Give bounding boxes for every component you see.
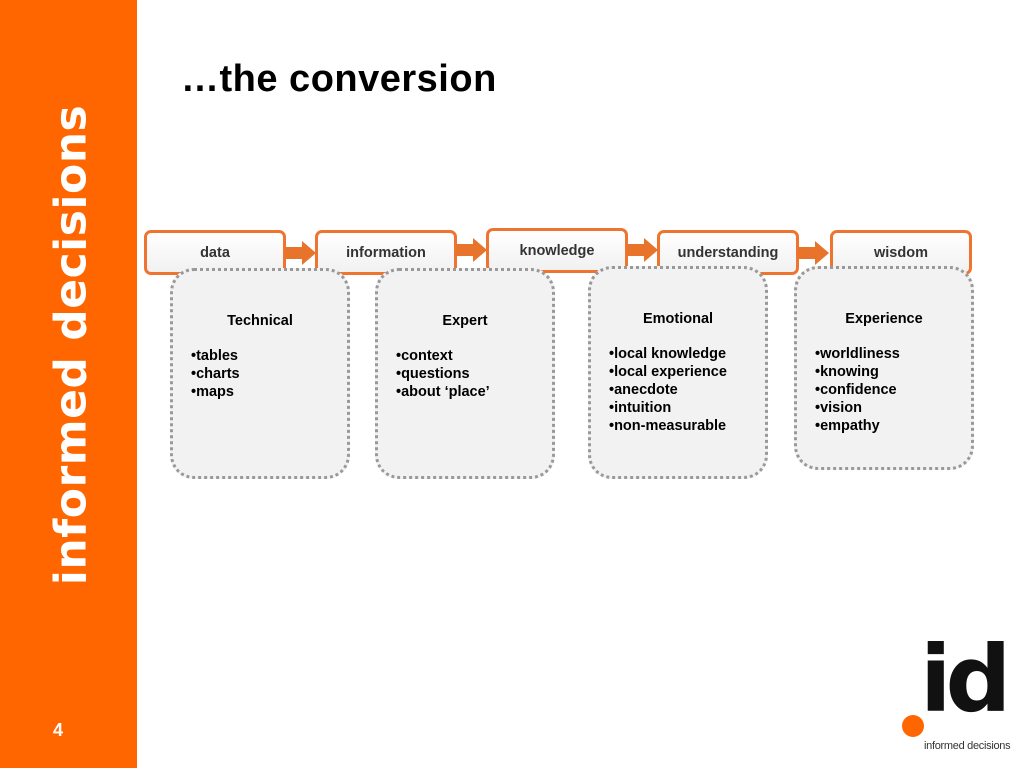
stage-knowledge: knowledge <box>486 228 628 273</box>
detail-item: vision <box>815 399 971 417</box>
detail-item: local knowledge <box>609 345 765 363</box>
detail-item: anecdote <box>609 381 765 399</box>
detail-item: knowing <box>815 363 971 381</box>
slide-title: …the conversion <box>181 58 497 100</box>
detail-list: tables charts maps <box>191 347 347 401</box>
arrow-right-icon <box>627 238 658 262</box>
logo-dot-icon <box>902 715 924 737</box>
detail-title: Emotional <box>642 311 714 327</box>
detail-item: confidence <box>815 381 971 399</box>
detail-box-emotional: Emotional local knowledge local experien… <box>588 266 768 479</box>
detail-box-expert: Expert context questions about ‘place’ <box>375 268 555 479</box>
detail-item: worldliness <box>815 345 971 363</box>
detail-title: Technical <box>227 313 293 329</box>
arrow-right-icon <box>456 238 487 262</box>
detail-title: Experience <box>845 311 923 327</box>
brand-sidebar: informed decisions 4 <box>0 0 137 768</box>
detail-item: non-measurable <box>609 417 765 435</box>
detail-item: maps <box>191 383 347 401</box>
detail-item: local experience <box>609 363 765 381</box>
detail-box-technical: Technical tables charts maps <box>170 268 350 479</box>
detail-item: charts <box>191 365 347 383</box>
detail-item: empathy <box>815 417 971 435</box>
logo-letters: id <box>920 626 1011 733</box>
detail-item: intuition <box>609 399 765 417</box>
company-logo: id informed decisions <box>896 634 1014 758</box>
detail-item: context <box>396 347 552 365</box>
detail-list: local knowledge local experience anecdot… <box>609 345 765 435</box>
logo-caption: informed decisions <box>924 740 1011 752</box>
sidebar-brand-text: informed decisions <box>45 104 97 586</box>
detail-list: worldliness knowing confidence vision em… <box>815 345 971 435</box>
stage-data: data <box>144 230 286 275</box>
detail-box-experience: Experience worldliness knowing confidenc… <box>794 266 974 470</box>
arrow-right-icon <box>285 241 316 265</box>
detail-item: tables <box>191 347 347 365</box>
detail-title: Expert <box>442 313 488 329</box>
detail-item: questions <box>396 365 552 383</box>
detail-list: context questions about ‘place’ <box>396 347 552 401</box>
arrow-right-icon <box>798 241 829 265</box>
page-number: 4 <box>53 720 64 740</box>
detail-item: about ‘place’ <box>396 383 552 401</box>
